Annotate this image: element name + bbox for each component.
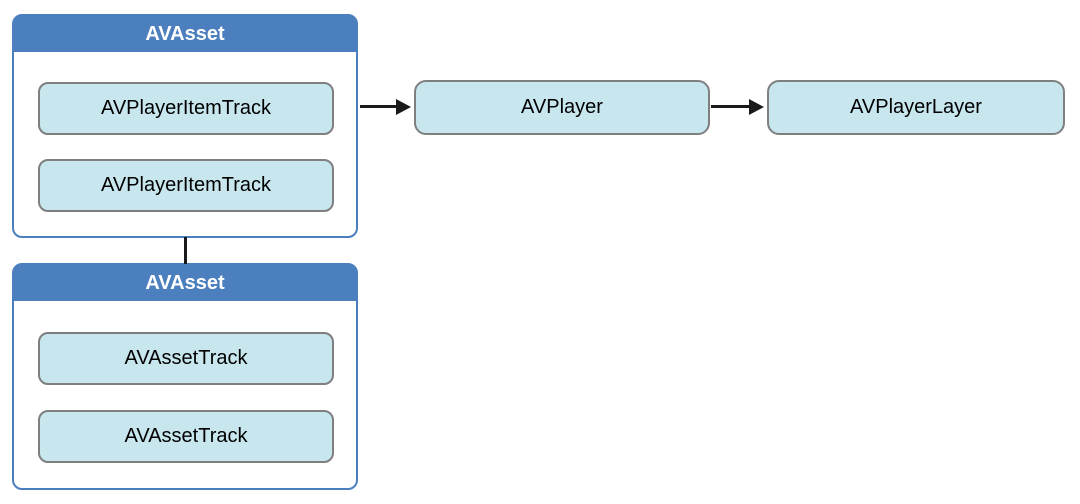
node-avplayeritemtrack-1: AVPlayerItemTrack <box>38 82 334 135</box>
container-avasset-top-title: AVAsset <box>14 16 356 52</box>
container-avasset-bottom: AVAsset AVAssetTrack AVAssetTrack <box>12 263 358 490</box>
container-avasset-bottom-title: AVAsset <box>14 265 356 301</box>
container-avasset-top: AVAsset AVPlayerItemTrack AVPlayerItemTr… <box>12 14 358 238</box>
node-avplayer: AVPlayer <box>414 80 710 135</box>
arrow-right-icon <box>749 99 764 115</box>
edge-avasset-to-avplayer <box>360 105 398 108</box>
node-avplayerlayer: AVPlayerLayer <box>767 80 1065 135</box>
node-avassettrack-1: AVAssetTrack <box>38 332 334 385</box>
node-avplayeritemtrack-2: AVPlayerItemTrack <box>38 159 334 212</box>
arrow-right-icon <box>396 99 411 115</box>
node-avassettrack-2: AVAssetTrack <box>38 410 334 463</box>
edge-avplayer-to-avplayerlayer <box>711 105 751 108</box>
edge-avasset-top-to-avasset-bottom <box>184 237 187 264</box>
